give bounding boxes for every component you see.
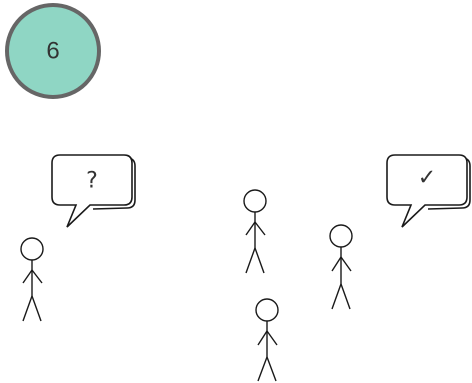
number-badge: 6 bbox=[5, 3, 101, 99]
stick-figure-icon bbox=[329, 224, 353, 310]
badge-circle bbox=[5, 3, 101, 99]
badge-number: 6 bbox=[46, 38, 59, 65]
stick-figure-icon bbox=[20, 237, 44, 322]
checkmark-icon: ✓ bbox=[418, 166, 436, 191]
question-speech-bubble: ? bbox=[51, 154, 136, 228]
stick-figure-icon bbox=[243, 189, 267, 274]
bubble-outline bbox=[51, 154, 133, 228]
question-icon: ? bbox=[86, 169, 98, 194]
bubble-outline bbox=[386, 154, 468, 228]
stick-figure-icon bbox=[255, 298, 279, 382]
check-speech-bubble: ✓ bbox=[386, 154, 471, 228]
